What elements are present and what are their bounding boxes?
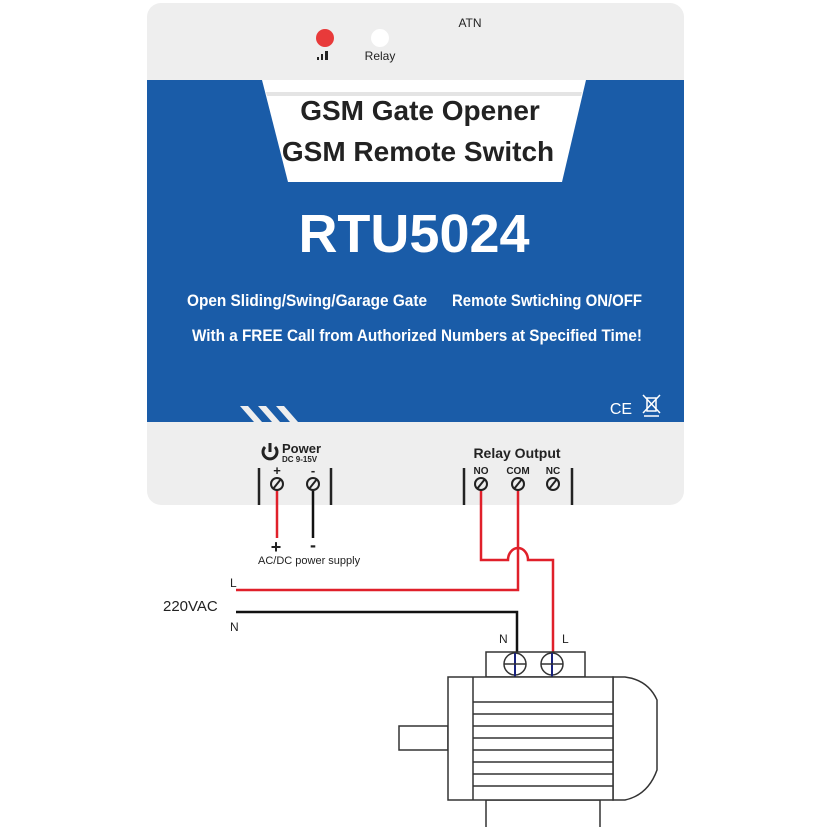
terminal-separators xyxy=(257,468,574,505)
power-minus-label: - xyxy=(311,463,315,478)
relay-no-label: NO xyxy=(474,466,489,477)
signal-strength-icon xyxy=(317,51,328,60)
motor-n-label: N xyxy=(499,632,508,646)
relay-com-label: COM xyxy=(506,466,529,477)
model-name: RTU5024 xyxy=(298,204,529,264)
motor-terminal-block xyxy=(485,651,586,678)
line-l-label: L xyxy=(230,576,237,590)
relay-led-label: Relay xyxy=(365,49,396,63)
supply-minus-label: - xyxy=(310,535,316,555)
relay-led xyxy=(371,29,389,47)
title-label-stripe xyxy=(266,92,582,96)
motor-shaft xyxy=(398,725,449,751)
title-line-2: GSM Remote Switch xyxy=(282,136,554,167)
motor-l-label: L xyxy=(562,632,569,646)
decorative-stripes xyxy=(240,406,298,422)
motor-base xyxy=(485,799,601,827)
feature-left: Open Sliding/Swing/Garage Gate xyxy=(187,291,427,310)
weee-bin-icon xyxy=(642,394,661,417)
power-icon xyxy=(261,443,279,461)
ce-mark: CE xyxy=(610,401,632,418)
atn-label: ATN xyxy=(458,16,481,30)
title-label-area xyxy=(262,80,586,182)
title-line-1: GSM Gate Opener xyxy=(300,95,540,126)
power-spec: DC 9-15V xyxy=(282,455,318,464)
motor xyxy=(398,651,658,827)
mains-label: 220VAC xyxy=(163,598,218,615)
power-plus-label: + xyxy=(273,463,281,478)
terminal-screws xyxy=(270,477,560,491)
signal-led xyxy=(316,29,334,47)
power-label: Power xyxy=(282,441,321,456)
line-n-label: N xyxy=(230,620,239,634)
tagline: With a FREE Call from Authorized Numbers… xyxy=(192,326,642,345)
feature-right: Remote Swtiching ON/OFF xyxy=(452,291,642,310)
relay-output-label: Relay Output xyxy=(473,445,560,461)
relay-nc-label: NC xyxy=(546,466,560,477)
supply-plus-label: + xyxy=(271,537,282,557)
motor-cooling-fins xyxy=(473,701,613,787)
wire-line-n-to-motor xyxy=(236,610,519,655)
motor-end-bell xyxy=(612,676,658,801)
wire-com-to-line-l xyxy=(236,490,520,592)
supply-label: AC/DC power supply xyxy=(258,555,361,567)
